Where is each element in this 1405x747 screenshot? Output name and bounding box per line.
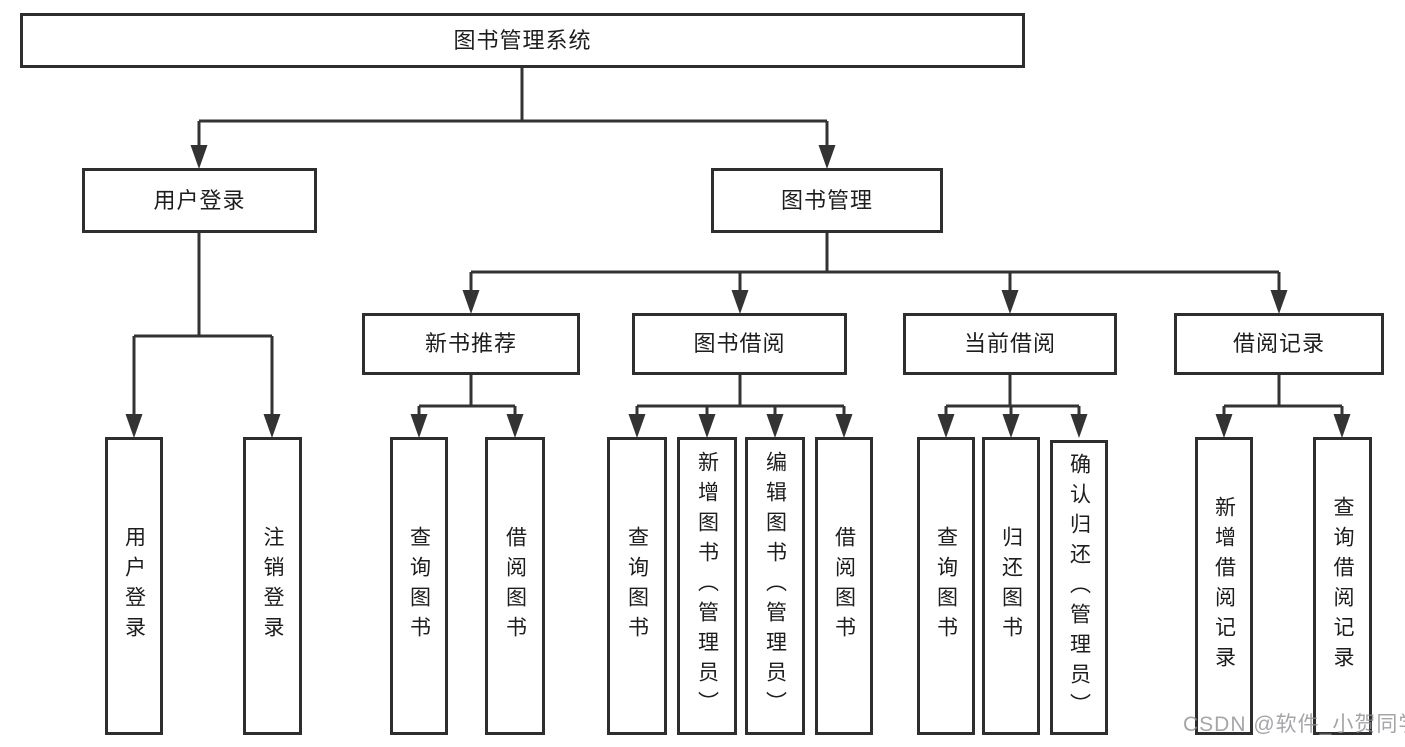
leaf-newbooks-query-books: 查询图书 <box>390 437 448 735</box>
arrowhead <box>698 414 716 438</box>
node-current-borrowing-label: 当前借阅 <box>963 331 1056 356</box>
leaf-borrowing-borrow-books: 借阅图书 <box>815 437 873 735</box>
arrowhead <box>1270 290 1288 314</box>
leaf-borrowing-add-books-admin: 新增图书（管理员） <box>677 437 737 735</box>
arrowhead <box>937 414 955 438</box>
leaf-current-query-books: 查询图书 <box>917 437 975 735</box>
connector-management-to-level3 <box>469 233 1281 293</box>
node-user-login-module: 用户登录 <box>82 168 317 233</box>
node-new-book-recommend: 新书推荐 <box>362 313 580 375</box>
leaf-borrowing-add-books-admin-label: 新增图书（管理员） <box>695 451 719 721</box>
leaf-user-login-label: 用户登录 <box>122 526 146 646</box>
connector-newbooks-to-leaves <box>417 375 517 418</box>
node-borrowing-records-label: 借阅记录 <box>1232 331 1325 356</box>
arrowhead <box>628 414 646 438</box>
connector-records-to-leaves <box>1222 375 1344 418</box>
arrowhead <box>731 290 749 314</box>
arrowhead <box>1002 414 1020 438</box>
leaf-newbooks-borrow-books-label: 借阅图书 <box>503 526 527 646</box>
arrowhead <box>1001 290 1019 314</box>
leaf-records-query-record: 查询借阅记录 <box>1313 437 1372 735</box>
leaf-borrowing-query-books-label: 查询图书 <box>625 526 649 646</box>
arrowhead <box>1333 414 1351 438</box>
csdn-watermark: CSDN @软件_小贺同学 <box>1183 713 1405 736</box>
arrowhead <box>190 145 208 169</box>
leaf-borrowing-edit-books-admin: 编辑图书（管理员） <box>745 437 805 735</box>
arrowhead <box>818 145 836 169</box>
leaf-current-return-books-label: 归还图书 <box>999 526 1023 646</box>
arrowhead <box>506 414 524 438</box>
leaf-borrowing-borrow-books-label: 借阅图书 <box>832 526 856 646</box>
node-borrowing-records: 借阅记录 <box>1174 313 1384 375</box>
leaf-logout: 注销登录 <box>243 437 302 735</box>
leaf-current-query-books-label: 查询图书 <box>934 526 958 646</box>
arrowhead <box>766 414 784 438</box>
leaf-records-add-record: 新增借阅记录 <box>1195 437 1253 735</box>
connector-current-to-leaves <box>944 375 1081 418</box>
node-root: 图书管理系统 <box>20 13 1025 68</box>
leaf-records-query-record-label: 查询借阅记录 <box>1331 496 1354 676</box>
arrowhead <box>125 414 143 438</box>
leaf-current-return-books: 归还图书 <box>982 437 1040 735</box>
leaf-borrowing-query-books: 查询图书 <box>607 437 667 735</box>
leaf-logout-label: 注销登录 <box>261 526 284 646</box>
leaf-newbooks-borrow-books: 借阅图书 <box>485 437 545 735</box>
connector-login-to-leaves <box>132 233 274 417</box>
arrowhead <box>462 290 480 314</box>
node-book-borrowing-label: 图书借阅 <box>693 331 786 356</box>
leaf-newbooks-query-books-label: 查询图书 <box>407 526 431 646</box>
node-book-management-module-label: 图书管理 <box>780 187 873 213</box>
leaf-current-confirm-return-admin-label: 确认归还（管理员） <box>1067 452 1091 723</box>
connector-borrowing-to-leaves <box>635 375 846 418</box>
node-root-label: 图书管理系统 <box>453 27 592 53</box>
arrowhead <box>263 414 281 438</box>
node-new-book-recommend-label: 新书推荐 <box>424 331 517 356</box>
arrowhead <box>835 414 853 438</box>
leaf-borrowing-edit-books-admin-label: 编辑图书（管理员） <box>763 451 787 721</box>
leaf-user-login: 用户登录 <box>105 437 163 735</box>
arrowhead <box>1215 414 1233 438</box>
connector-root-to-level2 <box>197 66 829 150</box>
node-book-borrowing: 图书借阅 <box>632 313 847 375</box>
arrowhead <box>1070 414 1088 438</box>
arrowhead <box>410 414 428 438</box>
node-current-borrowing: 当前借阅 <box>903 313 1117 375</box>
leaf-current-confirm-return-admin: 确认归还（管理员） <box>1050 440 1108 735</box>
node-book-management-module: 图书管理 <box>711 168 943 233</box>
node-user-login-module-label: 用户登录 <box>153 187 246 213</box>
leaf-records-add-record-label: 新增借阅记录 <box>1212 496 1236 676</box>
